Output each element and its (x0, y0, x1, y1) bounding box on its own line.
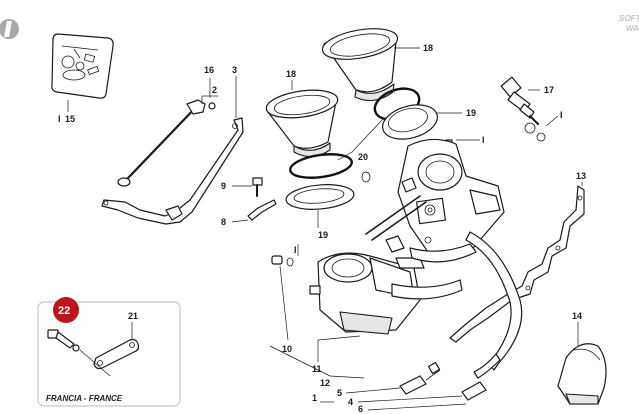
part-4-hose-fitting[interactable] (461, 381, 487, 401)
part-17-fuel-injector[interactable] (500, 76, 546, 142)
callout-10: 10 (282, 344, 292, 354)
callout-3: 3 (232, 65, 237, 75)
callout-16: 16 (204, 65, 214, 75)
callout-i-body: I (294, 245, 297, 255)
part-21-link-plate[interactable] (93, 338, 140, 370)
part-15-gasket-kit[interactable] (51, 33, 114, 99)
callout-18-left: 18 (286, 69, 296, 79)
inset-caption: FRANCIA - FRANCE (46, 394, 123, 403)
part-8-clip[interactable] (247, 199, 277, 221)
callout-i-17: I (560, 110, 563, 120)
callout-21: 21 (128, 311, 138, 321)
callout-2: 2 (212, 85, 217, 95)
part-18-velocity-stack-right[interactable] (320, 24, 400, 102)
small-o-ring[interactable] (361, 171, 371, 183)
watermark-line2: WA (626, 24, 639, 33)
part-10-vacuum-fitting[interactable] (271, 255, 294, 267)
part-20-o-ring-left[interactable] (289, 151, 353, 181)
callout-17: 17 (544, 85, 554, 95)
callout-19-left: 19 (318, 230, 328, 240)
callout-9: 9 (221, 181, 226, 191)
callout-5: 5 (337, 388, 342, 398)
part-3-bracket[interactable] (101, 117, 244, 225)
part-16-linkage-rod[interactable] (117, 99, 216, 187)
callout-1: 1 (312, 393, 317, 403)
part-14-cover-cap[interactable] (557, 343, 607, 405)
fuel-hose-long[interactable] (465, 231, 523, 371)
callout-12: 12 (320, 378, 330, 388)
part-22-bolt-france[interactable] (47, 329, 80, 352)
callout-i-flange: I (482, 135, 485, 145)
callout-15: 15 (65, 114, 75, 124)
part-22-badge[interactable]: 22 (53, 297, 79, 323)
callout-6: 6 (358, 404, 363, 414)
callout-19-right: 19 (466, 108, 476, 118)
watermark-line1: SOFT (619, 14, 639, 23)
callout-20: 20 (358, 152, 368, 162)
brand-logo-icon (0, 19, 19, 39)
callout-i-15: I (58, 114, 61, 124)
part-19-flange-gasket-left[interactable] (285, 182, 355, 212)
part-5-hose-fitting[interactable] (399, 361, 441, 395)
callout-14: 14 (572, 311, 582, 321)
part-13-mounting-bracket[interactable] (449, 185, 585, 343)
callout-4: 4 (348, 397, 353, 407)
callout-13: 13 (576, 171, 586, 181)
fuel-hose-short[interactable] (473, 353, 501, 379)
part-9-bolt[interactable] (252, 177, 263, 197)
callout-8: 8 (221, 217, 226, 227)
part-11-throttle-body[interactable] (309, 138, 505, 335)
part-19-flange-gasket-right[interactable] (379, 99, 441, 144)
inset-frame-france (37, 301, 181, 407)
callout-18-right: 18 (423, 43, 433, 53)
callout-22: 22 (58, 305, 70, 317)
part-18-velocity-stack-left[interactable] (265, 86, 340, 158)
